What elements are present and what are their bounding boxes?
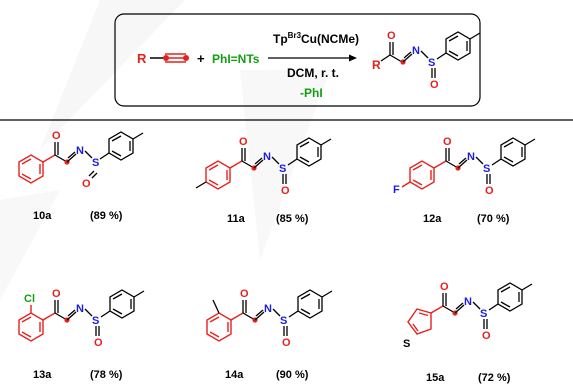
background-shape [40, 0, 185, 150]
product-carbonyl-o: O [387, 30, 396, 42]
compound-id-10a: 10a [33, 210, 52, 222]
compound-14a-structure: O N S O [206, 288, 333, 349]
compound-yield-15a: (72 %) [478, 372, 511, 384]
atom-o: O [485, 185, 494, 197]
compound-yield-12a: (70 %) [477, 213, 510, 225]
atom-o: O [240, 288, 249, 300]
alkyne-carbon-dot [163, 55, 169, 61]
plus-sign: + [197, 51, 205, 66]
atom-n: N [263, 151, 271, 163]
atom-n: N [264, 303, 272, 315]
atom-s: S [483, 163, 490, 175]
background-shape [240, 70, 330, 260]
general-product: R O N S O [372, 30, 481, 91]
reactant-r-label: R [137, 51, 147, 66]
reaction-box [114, 13, 481, 107]
compound-yield-10a: (89 %) [90, 210, 123, 222]
product-s: S [428, 57, 435, 69]
atom-o: O [482, 330, 491, 342]
atom-s: S [92, 157, 99, 169]
atom-o: O [239, 136, 248, 148]
catalyst-label: TpBr3Cu(NCMe) [273, 31, 359, 46]
conditions-label: DCM, r. t. [287, 66, 339, 80]
compound-yield-14a: (90 %) [276, 369, 309, 381]
atom-s: S [92, 315, 99, 327]
product-n: N [412, 45, 420, 57]
alkyne-carbon-dot [183, 55, 189, 61]
atom-o: O [440, 281, 449, 293]
compound-id-14a: 14a [225, 369, 244, 381]
atom-s: S [280, 315, 287, 327]
compound-id-12a: 12a [423, 213, 442, 225]
atom-n: N [76, 145, 84, 157]
compound-11a-structure: O N S O [195, 136, 332, 197]
reaction-arrow-head [349, 54, 357, 62]
atom-o: O [52, 130, 61, 142]
compound-yield-13a: (78 %) [90, 369, 123, 381]
compound-yield-11a: (85 %) [276, 213, 309, 225]
atom-o: O [52, 288, 61, 300]
atom-n: N [467, 151, 475, 163]
background-shape [0, 190, 60, 300]
product-r-label: R [372, 58, 381, 72]
byproduct-label: -PhI [300, 86, 323, 100]
compound-id-11a: 11a [227, 213, 246, 225]
compound-10a-structure: O N S O [18, 130, 144, 190]
product-sulfinyl-o: O [430, 79, 439, 91]
atom-n: N [464, 296, 472, 308]
compound-id-13a: 13a [33, 369, 52, 381]
atom-o: O [282, 337, 291, 349]
compound-15a-structure: S O N S O [402, 281, 533, 350]
atom-f: F [393, 184, 400, 196]
compound-12a-structure: F O N S O [393, 136, 536, 197]
atom-o: O [443, 136, 452, 148]
atom-cl: Cl [24, 293, 35, 305]
atom-s: S [279, 163, 286, 175]
atom-o: O [94, 337, 103, 349]
atom-o: O [82, 178, 91, 190]
atom-o: O [281, 185, 290, 197]
atom-s-thiophene: S [403, 338, 410, 350]
atom-n: N [76, 303, 84, 315]
iminoiodinane-reagent: PhI=NTs [212, 52, 260, 66]
compound-id-15a: 15a [426, 372, 445, 384]
atom-s: S [480, 308, 487, 320]
compound-13a-structure: Cl O N S O [18, 288, 145, 349]
